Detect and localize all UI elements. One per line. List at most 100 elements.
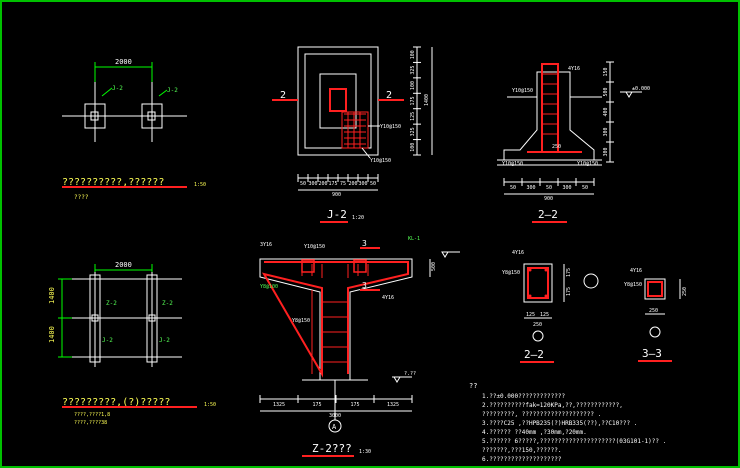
- dim-text: 1400: [48, 326, 56, 343]
- dim-text: 100: [410, 50, 416, 59]
- footing-section: 4Y16 Y10@150 Y10@150 Y10@150 250 ±0.000 …: [497, 61, 650, 223]
- dim-text: 325: [410, 66, 416, 75]
- section-rebar: [527, 267, 549, 299]
- pedestal-outline: [319, 73, 357, 129]
- rebar-note: Y10@150: [370, 158, 391, 164]
- plan-scale: 1:50: [204, 402, 216, 408]
- column-outline: [148, 314, 156, 322]
- plan-caption: ??????????,??????: [62, 177, 164, 188]
- dim-text: 1325: [273, 402, 285, 408]
- rebar-note: Y10@150: [380, 124, 401, 130]
- dim-text: 300: [359, 181, 368, 187]
- dim-text: 50: [546, 185, 552, 191]
- footing-outline: [84, 103, 106, 129]
- rebar-note: Y10@150: [512, 88, 533, 94]
- dim-text: 125: [540, 312, 549, 318]
- dim-text: 300: [603, 147, 609, 156]
- dim-ticks: [606, 61, 614, 163]
- dim-text: 300: [603, 127, 609, 136]
- dim-text: 325: [410, 127, 416, 136]
- rebar-note: 4Y16: [382, 295, 394, 301]
- dim-total: 900: [544, 196, 553, 202]
- section-outline: [523, 263, 553, 303]
- rebar-dot: [528, 294, 532, 298]
- plan-caption-sub: ????,????1,8: [74, 412, 110, 418]
- column-outline: [91, 314, 99, 322]
- section-3-3: 4Y16 Y8@150 250 250 3—3: [624, 268, 688, 362]
- dim-total: 250: [533, 322, 542, 328]
- dim-text: 50: [510, 185, 516, 191]
- rebar-note: Y8@150: [292, 318, 310, 324]
- dim-text: 175: [351, 402, 360, 408]
- rebar-note: 3Y16: [260, 242, 272, 248]
- rebar-note: Y8@150: [624, 282, 642, 288]
- dim-text: 200: [319, 181, 328, 187]
- dim-text: 175: [313, 402, 322, 408]
- section-outline: [644, 278, 666, 300]
- frame-rebar: [261, 261, 409, 378]
- dim-texts: 1325 175 175 1325: [273, 402, 399, 408]
- axis-bubble: [649, 326, 661, 338]
- dim-ticks: [503, 178, 595, 186]
- detail-title: 3—3: [642, 347, 662, 360]
- dim-text: 1325: [387, 402, 399, 408]
- column-outline: [90, 111, 99, 121]
- dim-total: 900: [332, 192, 341, 198]
- note-line: ???????,???150,??????.: [482, 447, 561, 454]
- note-line: ?????????, ???????????????????? .: [482, 411, 601, 418]
- note-line: 1.??±0.000?????????????: [482, 393, 565, 400]
- detail-scale: 1:30: [359, 449, 371, 455]
- dim-text: 100: [410, 81, 416, 90]
- beam-label: KL-1: [408, 236, 420, 242]
- section-rebar: [647, 281, 663, 297]
- rebar-mesh: [341, 111, 369, 149]
- note-line: 6.????????????????????: [482, 456, 562, 463]
- rebar-note: 4Y16: [630, 268, 642, 274]
- note-line: 3.????C25 ,??HPB235(?)HRB335(??),??C10??…: [482, 420, 637, 427]
- footing-outer: [297, 46, 379, 156]
- column-stirrups: [322, 301, 348, 363]
- level-marker: [625, 91, 633, 98]
- column-rebar: [329, 88, 347, 112]
- beam-outline: [146, 274, 158, 363]
- level-text: ?.??: [404, 371, 416, 377]
- column-rebar: [541, 63, 559, 153]
- rebar-note: Y10@150: [304, 244, 325, 250]
- detail-title: 2—2: [538, 208, 558, 221]
- dim-total: 1400: [424, 94, 430, 106]
- footing-inner: [304, 53, 372, 149]
- dim-text: 2000: [115, 261, 132, 269]
- dim-text: 500: [603, 87, 609, 96]
- notes-heading: ??: [469, 382, 477, 390]
- leader: [101, 87, 113, 97]
- dim-text: 75: [340, 181, 346, 187]
- section-mark: 2: [280, 90, 286, 101]
- rebar-note: Y8@150: [502, 270, 520, 276]
- dim-text: 175: [410, 96, 416, 105]
- rebar-detail: [353, 259, 367, 273]
- dim-ticks: [297, 174, 379, 182]
- plan-caption: ?????????,(?)?????: [62, 397, 170, 408]
- column-label: Z-2: [106, 300, 117, 307]
- dim-text: 50: [300, 181, 306, 187]
- beam-outline: [89, 274, 101, 363]
- dim-text: 100: [410, 143, 416, 152]
- column-label: Z-2: [162, 300, 173, 307]
- leader: [158, 89, 168, 97]
- rebar-dot: [544, 268, 548, 272]
- dim-text: 125: [526, 312, 535, 318]
- dim-text: 300: [309, 181, 318, 187]
- dim-text: 125: [410, 112, 416, 121]
- dim-texts: 100 325 100 175 125 325 100: [410, 50, 416, 152]
- footing-label: J-2: [102, 337, 113, 344]
- note-line: 2.??????????fak=120KPa,??,????????????,: [482, 402, 623, 409]
- dim-text: 250: [649, 308, 658, 314]
- plan-scale: 1:50: [194, 182, 206, 188]
- dim-text: 200: [349, 181, 358, 187]
- axis-label: A: [332, 423, 337, 431]
- dim-text: 150: [603, 67, 609, 76]
- dim-text: 300: [527, 185, 536, 191]
